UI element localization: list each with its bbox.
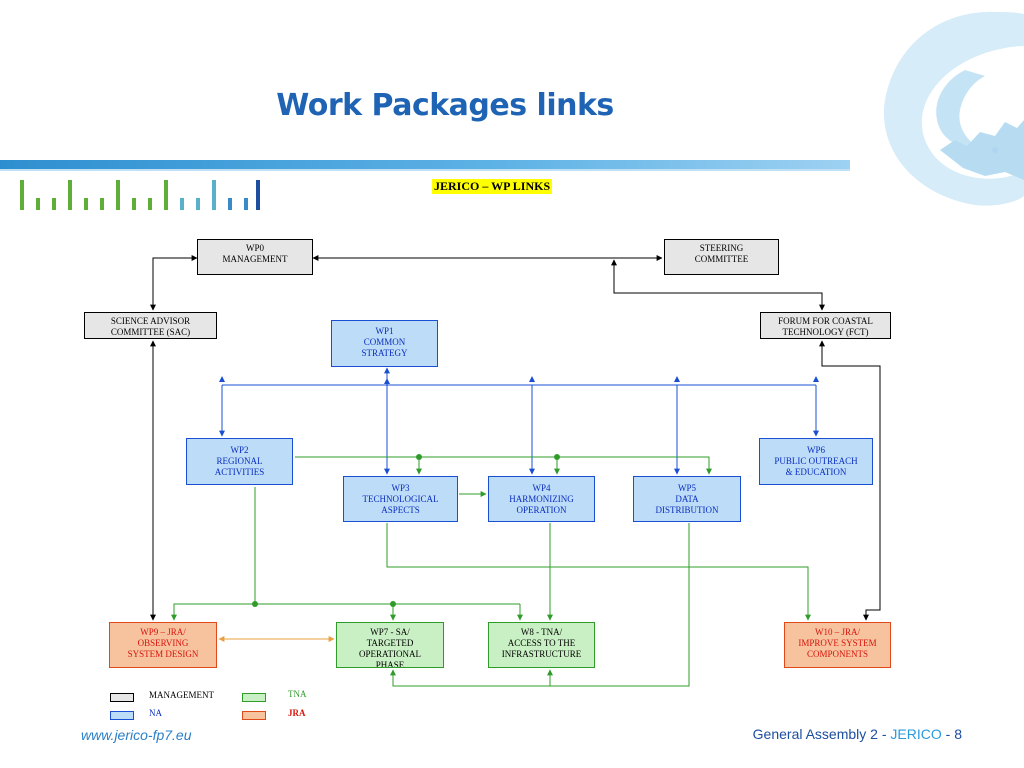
legend-label-na: NA	[149, 708, 162, 718]
footer-page-info: General Assembly 2 - JERICO - 8	[753, 726, 962, 742]
legend-swatch-jra	[242, 711, 266, 720]
wp0-management-box: WP0 MANAGEMENT	[197, 239, 313, 275]
wp7-box: WP7 - SA/ TARGETED OPERATIONAL PHASE	[336, 622, 444, 668]
footer-website-link[interactable]: www.jerico-fp7.eu	[81, 727, 192, 743]
wp6-box: WP6 PUBLIC OUTREACH & EDUCATION	[759, 438, 873, 485]
footer-separator: -	[941, 726, 955, 742]
steering-committee-box: STEERING COMMITTEE	[664, 239, 779, 275]
fct-box: FORUM FOR COASTAL TECHNOLOGY (FCT)	[760, 312, 891, 339]
legend-swatch-management	[110, 693, 134, 702]
wp4-box: WP4 HARMONIZING OPERATION	[488, 476, 595, 522]
wp9-box: WP9 – JRA/ OBSERVING SYSTEM DESIGN	[109, 622, 217, 668]
legend-label-jra: JRA	[288, 708, 306, 718]
wp2-box: WP2 REGIONAL ACTIVITIES	[186, 438, 293, 485]
legend-label-tna: TNA	[288, 689, 307, 699]
wp1-box: WP1 COMMON STRATEGY	[331, 320, 438, 367]
header-bar-shadow	[0, 169, 850, 171]
header-bar	[0, 160, 850, 169]
wp3-box: WP3 TECHNOLOGICAL ASPECTS	[343, 476, 458, 522]
wp8-box: W8 - TNA/ ACCESS TO THE INFRASTRUCTURE	[488, 622, 595, 668]
legend-swatch-na	[110, 711, 134, 720]
wp5-box: WP5 DATA DISTRIBUTION	[633, 476, 741, 522]
jerico-logo	[883, 11, 1024, 206]
legend-swatch-tna	[242, 693, 266, 702]
diagram-subtitle: JERICO – WP LINKS	[432, 179, 553, 194]
decorative-bars	[20, 180, 270, 210]
slide-title: Work Packages links	[276, 88, 614, 123]
footer-project: JERICO	[890, 726, 942, 742]
legend-label-management: MANAGEMENT	[149, 690, 214, 700]
wp10-box: W10 – JRA/ IMPROVE SYSTEM COMPONENTS	[784, 622, 891, 668]
sac-box: SCIENCE ADVISOR COMMITTEE (SAC)	[84, 312, 217, 339]
footer-assembly: General Assembly 2 -	[752, 726, 891, 742]
footer-page-number: 8	[954, 726, 962, 742]
